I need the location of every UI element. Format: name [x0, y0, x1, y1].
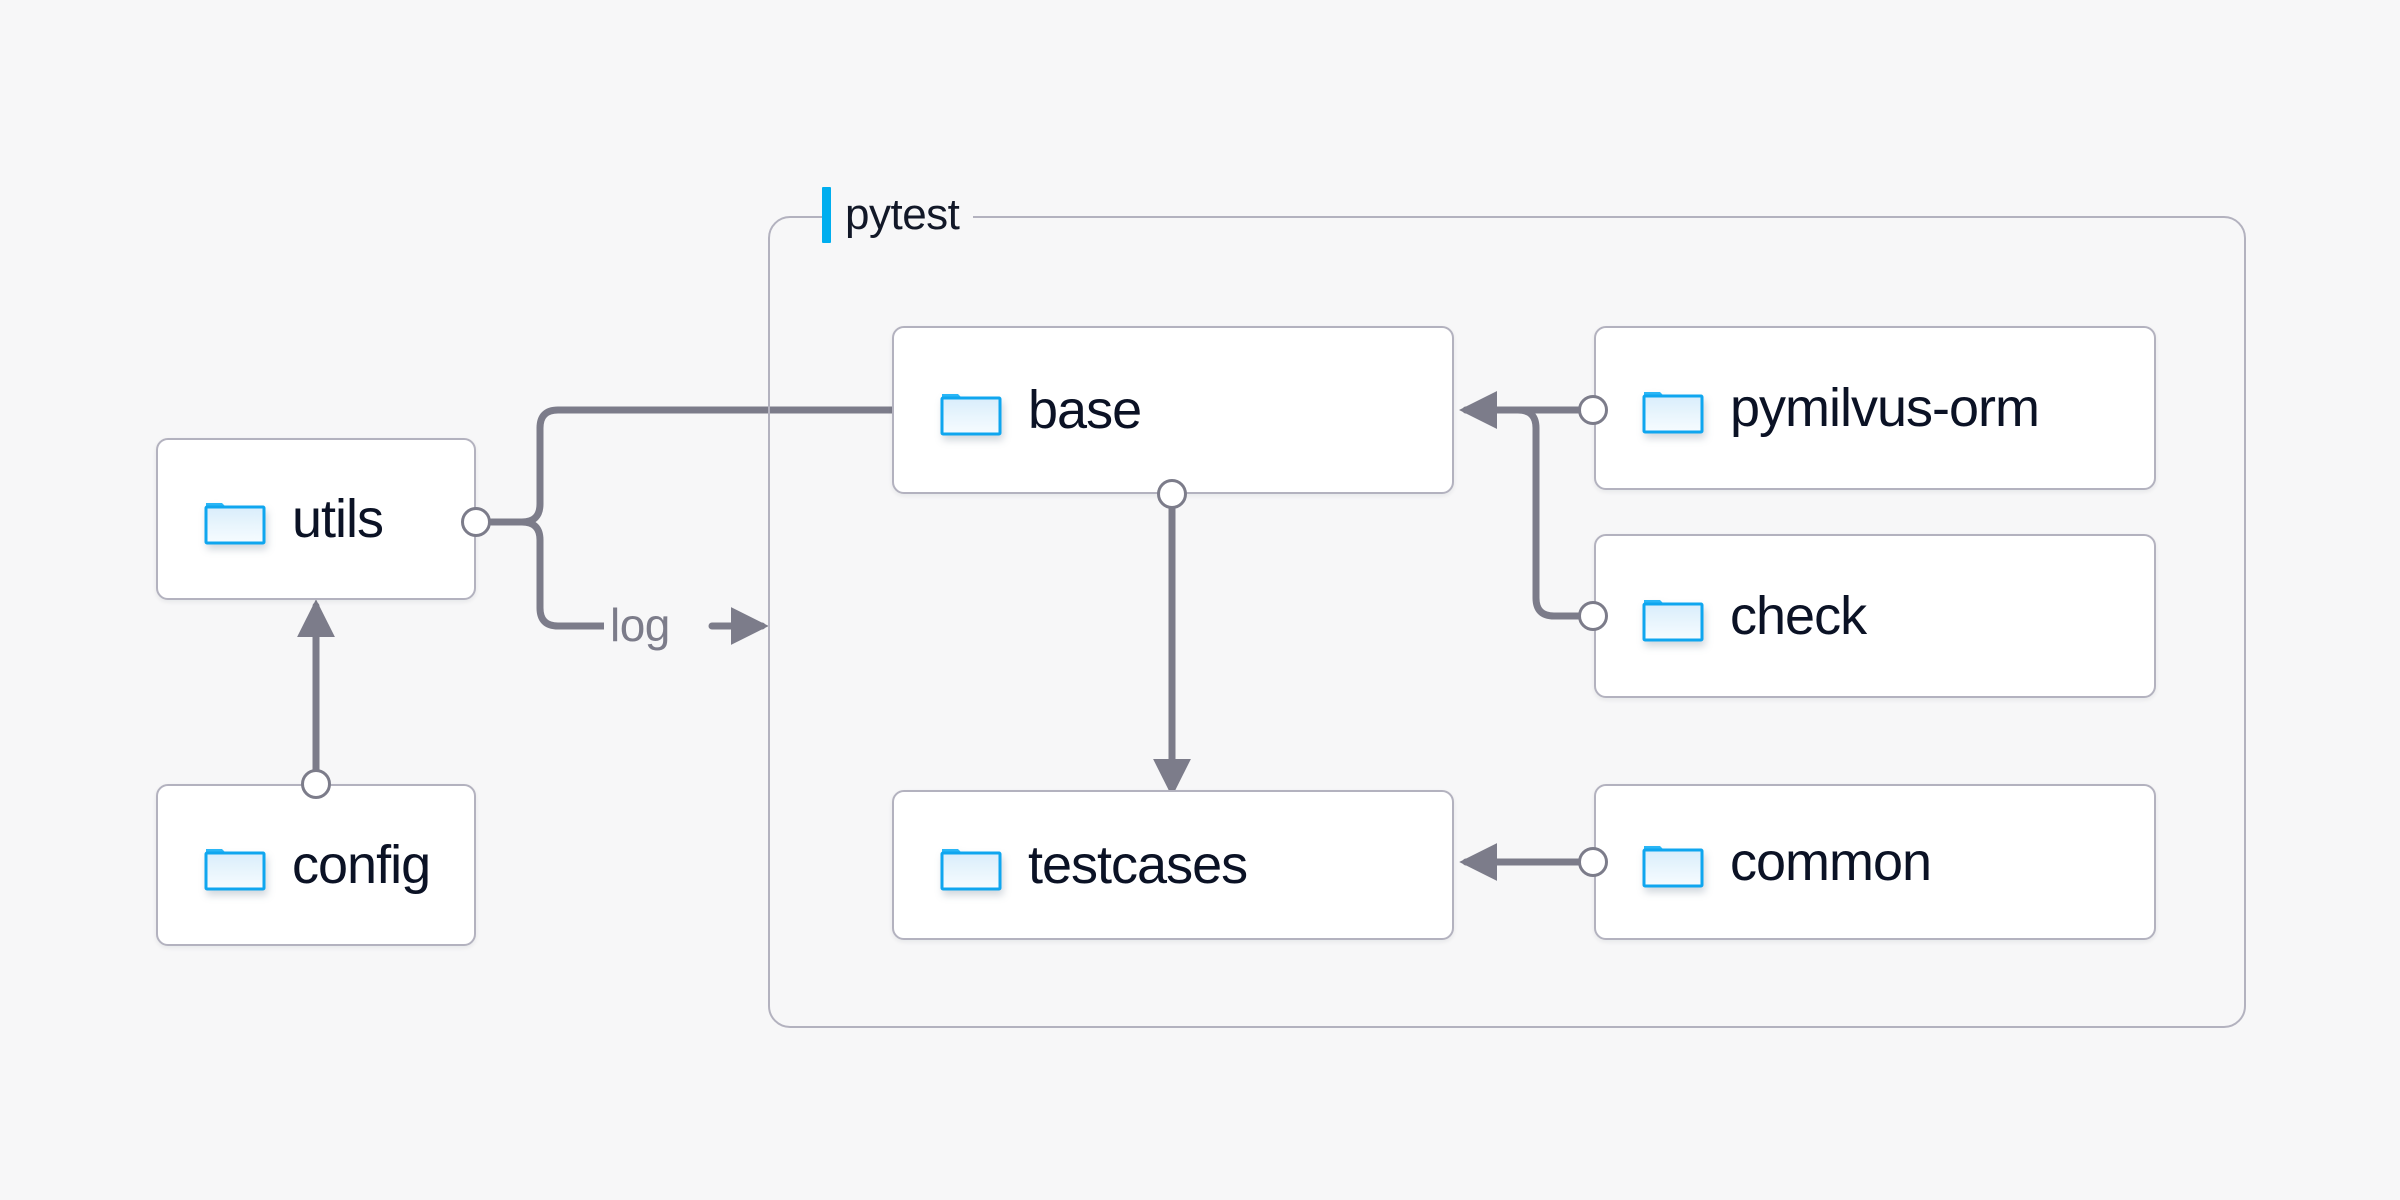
folder-icon [940, 384, 1002, 436]
node-testcases-content: testcases [894, 835, 1248, 895]
node-pymilvus-orm-label: pymilvus-orm [1730, 378, 2040, 438]
node-common[interactable]: common [1594, 784, 2156, 940]
folder-icon [940, 839, 1002, 891]
node-pymilvus-orm-content: pymilvus-orm [1596, 378, 2040, 438]
node-pymilvus-orm[interactable]: pymilvus-orm [1594, 326, 2156, 490]
group-container-pytest[interactable] [768, 216, 2246, 1028]
folder-icon [204, 839, 266, 891]
node-base-content: base [894, 380, 1142, 440]
node-utils-label: utils [292, 489, 384, 549]
node-utils[interactable]: utils [156, 438, 476, 600]
group-label-text: pytest [845, 190, 960, 239]
folder-icon [1642, 590, 1704, 642]
node-testcases-label: testcases [1028, 835, 1248, 895]
node-config[interactable]: config [156, 784, 476, 946]
port-pymilvus-orm-left[interactable] [1578, 395, 1608, 425]
port-config-top[interactable] [301, 769, 331, 799]
folder-icon [1642, 382, 1704, 434]
node-check[interactable]: check [1594, 534, 2156, 698]
node-common-label: common [1730, 832, 1932, 892]
node-base-label: base [1028, 380, 1142, 440]
edge-utils-to-log [488, 518, 608, 630]
node-utils-content: utils [158, 489, 384, 549]
node-config-label: config [292, 835, 431, 895]
group-accent-bar [822, 187, 831, 243]
node-config-content: config [158, 835, 431, 895]
node-base[interactable]: base [892, 326, 1454, 494]
node-testcases[interactable]: testcases [892, 790, 1454, 940]
folder-icon [204, 493, 266, 545]
port-base-bottom[interactable] [1157, 479, 1187, 509]
port-common-left[interactable] [1578, 847, 1608, 877]
node-check-content: check [1596, 586, 1867, 646]
node-check-label: check [1730, 586, 1867, 646]
port-utils-right[interactable] [461, 507, 491, 537]
group-label-pytest: pytest [822, 186, 974, 244]
folder-icon [1642, 836, 1704, 888]
node-common-content: common [1596, 832, 1932, 892]
port-check-left[interactable] [1578, 601, 1608, 631]
edge-label-log: log [604, 602, 676, 648]
